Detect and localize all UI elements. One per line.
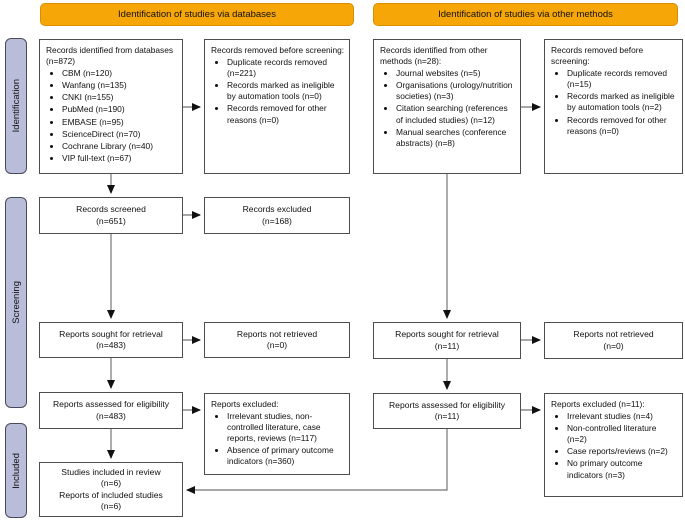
bullet-list: Duplicate records removed (n=15)Records …	[551, 68, 678, 137]
bullet-item: Non-controlled literature (n=2)	[567, 423, 678, 445]
header-databases-label: Identification of studies via databases	[118, 9, 276, 20]
phase-included-label: Included	[10, 452, 22, 489]
box-reports-not-retrieved-databases: Reports not retrieved (n=0)	[204, 322, 350, 358]
phase-screening: Screening	[5, 197, 27, 408]
box-reports-sought-databases: Reports sought for retrieval (n=483)	[39, 322, 183, 358]
bullet-item: VIP full-text (n=67)	[62, 153, 178, 164]
bullet-item: Records marked as ineligible by automati…	[227, 80, 345, 102]
box-text: Records screened (n=651)	[76, 204, 146, 226]
box-text: Reports sought for retrieval (n=11)	[395, 329, 499, 351]
phase-included: Included	[5, 423, 27, 518]
bullet-item: PubMed (n=190)	[62, 104, 178, 115]
box-title: Records identified from other methods (n…	[380, 45, 488, 67]
bullet-item: CBM (n=120)	[62, 68, 178, 79]
bullet-item: Case reports/reviews (n=2)	[567, 446, 678, 457]
bullet-item: Irrelevant studies (n=4)	[567, 411, 678, 422]
box-reports-sought-other: Reports sought for retrieval (n=11)	[373, 322, 521, 359]
bullet-item: Duplicate records removed (n=15)	[567, 68, 678, 90]
box-text: Studies included in review (n=6) Reports…	[59, 466, 163, 511]
box-text: Reports not retrieved (n=0)	[236, 328, 318, 350]
box-records-identified-other: Records identified from other methods (n…	[373, 39, 521, 174]
box-title: Reports excluded (n=11):	[551, 399, 645, 409]
bullet-item: Organisations (urology/nutrition societi…	[396, 80, 516, 102]
box-reports-not-retrieved-other: Reports not retrieved (n=0)	[544, 322, 683, 359]
bullet-item: Records removed for other reasons (n=0)	[227, 103, 345, 125]
bullet-item: Absence of primary outcome indicators (n…	[227, 445, 345, 467]
bullet-item: Citation searching (references of includ…	[396, 103, 516, 125]
box-reports-assessed-other: Reports assessed for eligibility (n=11)	[373, 393, 521, 429]
box-reports-excluded-other: Reports excluded (n=11): Irrelevant stud…	[544, 393, 683, 497]
box-records-removed-databases: Records removed before screening: Duplic…	[204, 39, 350, 174]
bullet-item: No primary outcome indicators (n=3)	[567, 458, 678, 480]
box-text: Reports assessed for eligibility (n=11)	[388, 399, 506, 421]
bullet-item: Duplicate records removed (n=221)	[227, 57, 345, 79]
box-text: Records excluded (n=168)	[242, 204, 312, 226]
bullet-item: Wanfang (n=135)	[62, 80, 178, 91]
box-studies-included: Studies included in review (n=6) Reports…	[39, 462, 183, 517]
bullet-item: Irrelevant studies, non-controlled liter…	[227, 411, 345, 444]
box-title: Records removed before screening:	[551, 45, 644, 67]
bullet-list: CBM (n=120)Wanfang (n=135)CNKI (n=155)Pu…	[46, 68, 178, 164]
box-records-screened: Records screened (n=651)	[39, 197, 183, 234]
phase-identification: Identification	[5, 38, 27, 174]
header-databases: Identification of studies via databases	[40, 3, 354, 26]
box-title: Records identified from databases (n=872…	[46, 45, 174, 67]
bullet-list: Journal websites (n=5)Organisations (uro…	[380, 68, 516, 149]
box-records-removed-other: Records removed before screening: Duplic…	[544, 39, 683, 174]
bullet-item: Journal websites (n=5)	[396, 68, 516, 79]
box-reports-excluded-databases: Reports excluded: Irrelevant studies, no…	[204, 393, 350, 475]
box-title: Records removed before screening:	[211, 45, 345, 55]
box-records-identified-databases: Records identified from databases (n=872…	[39, 39, 183, 174]
box-records-excluded: Records excluded (n=168)	[204, 197, 350, 234]
phase-identification-label: Identification	[10, 79, 22, 133]
bullet-item: CNKI (n=155)	[62, 92, 178, 103]
box-text: Reports assessed for eligibility (n=483)	[52, 399, 170, 421]
bullet-item: Manual searches (conference abstracts) (…	[396, 127, 516, 149]
bullet-list: Duplicate records removed (n=221)Records…	[211, 57, 345, 126]
bullet-item: Records marked as ineligible by automati…	[567, 91, 678, 113]
phase-screening-label: Screening	[10, 281, 22, 324]
box-text: Reports sought for retrieval (n=483)	[59, 328, 163, 350]
header-other-methods: Identification of studies via other meth…	[373, 3, 678, 26]
bullet-item: ScienceDirect (n=70)	[62, 129, 178, 140]
bullet-item: EMBASE (n=95)	[62, 117, 178, 128]
bullet-list: Irrelevant studies (n=4)Non-controlled l…	[551, 411, 678, 481]
bullet-list: Irrelevant studies, non-controlled liter…	[211, 411, 345, 467]
bullet-item: Records removed for other reasons (n=0)	[567, 115, 678, 137]
box-text: Reports not retrieved (n=0)	[573, 329, 654, 351]
header-other-methods-label: Identification of studies via other meth…	[438, 9, 613, 20]
bullet-item: Cochrane Library (n=40)	[62, 141, 178, 152]
box-title: Reports excluded:	[211, 399, 279, 409]
box-reports-assessed-databases: Reports assessed for eligibility (n=483)	[39, 392, 183, 429]
